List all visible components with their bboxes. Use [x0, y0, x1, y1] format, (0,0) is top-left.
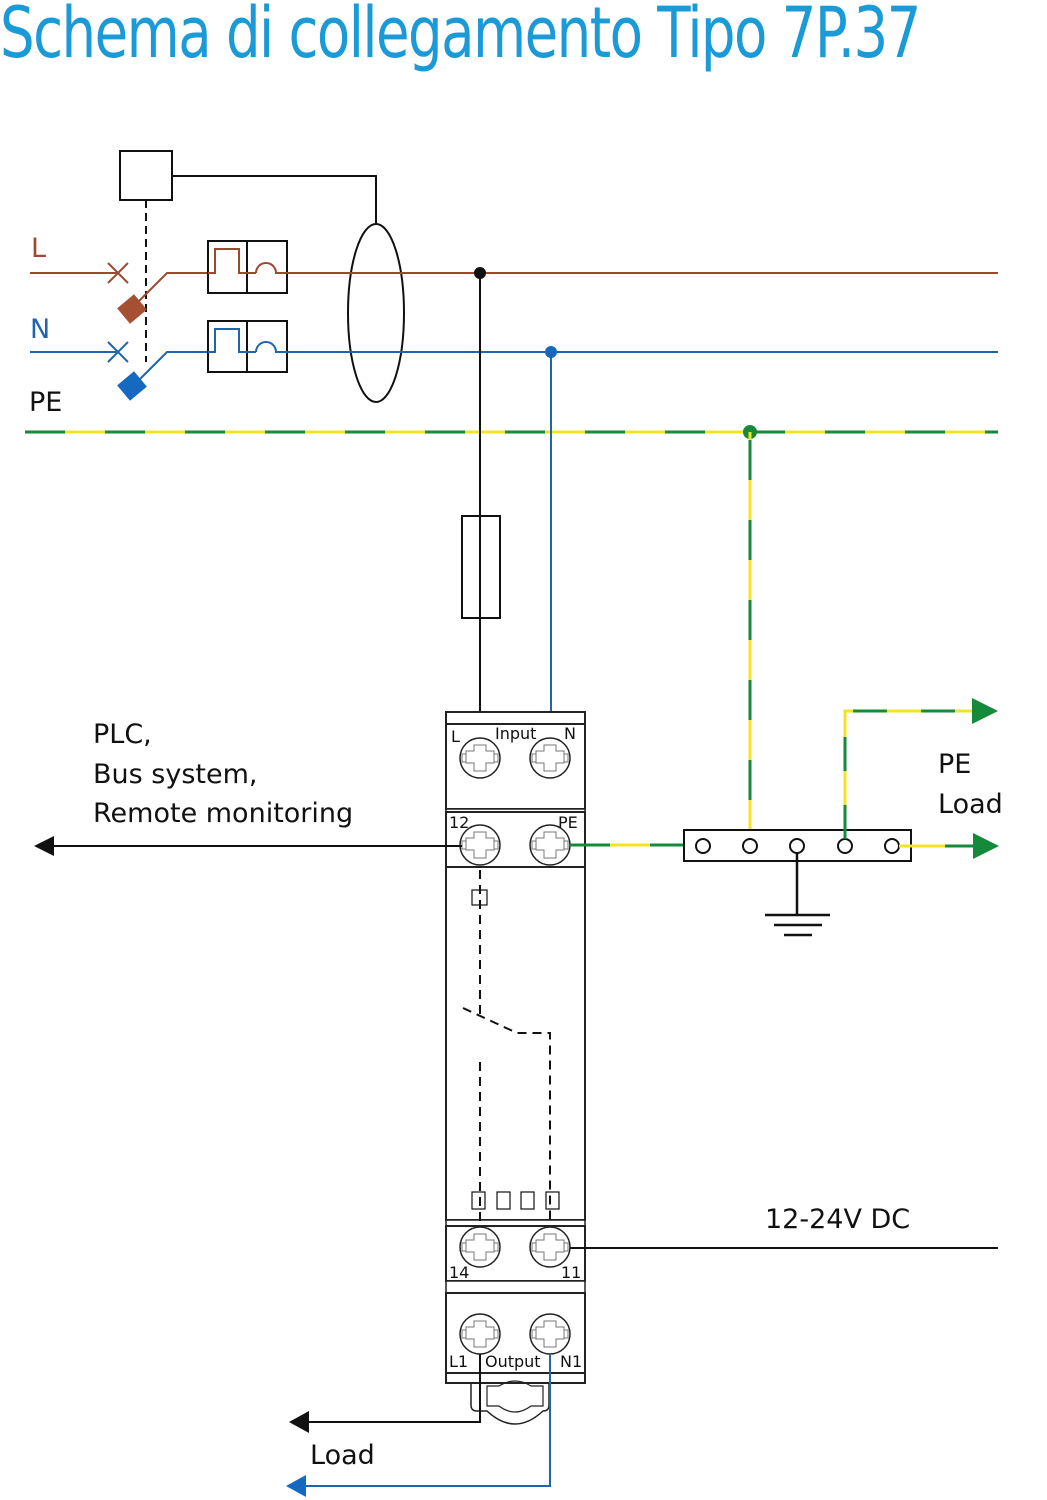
terminal-label-11: 11: [561, 1263, 581, 1282]
plc-label-line1: PLC,: [93, 719, 152, 750]
terminal-label-output-l1: L1: [449, 1352, 468, 1371]
contact-cross-n-icon: [107, 341, 129, 363]
terminal-label-12: 12: [449, 813, 469, 832]
terminal-label-input-l: L: [451, 727, 460, 746]
load-n1-wire: [305, 1354, 551, 1487]
terminal-output-l1-screw-icon[interactable]: [459, 1313, 501, 1355]
load-l1-wire: [305, 1354, 481, 1423]
plc-label-line3: Remote monitoring: [93, 798, 353, 829]
input-label: Input: [495, 724, 536, 743]
pe-load-wire-upper-stripe: [843, 709, 975, 839]
switch-handle-n-icon: [117, 371, 147, 401]
control-to-sensor-wire: [172, 175, 377, 224]
pe-load-arrow-upper-icon: [972, 698, 998, 724]
switch-handle-l-icon: [117, 294, 147, 324]
current-transformer: [347, 223, 405, 403]
switch-blade-l: [137, 272, 210, 303]
dc-supply-label: 12-24V DC: [765, 1204, 910, 1235]
pe-load-arrow-lower-icon: [973, 833, 999, 859]
terminal-output-n1-screw-icon[interactable]: [529, 1313, 571, 1355]
internal-relay-contact: [462, 870, 560, 1225]
line-label-l: L: [31, 233, 46, 264]
terminal-label-output-n1: N1: [560, 1352, 582, 1371]
load-l1-arrow-icon: [289, 1411, 309, 1433]
switch-blade-n: [137, 351, 210, 382]
pe-load-label-line2: Load: [938, 789, 1003, 820]
line-label-pe: PE: [29, 387, 62, 418]
plc-label-line2: Bus system,: [93, 759, 257, 790]
pe-load-label-line1: PE: [938, 749, 971, 780]
terminal-input-l-screw-icon[interactable]: [459, 737, 501, 779]
output-label: Output: [485, 1352, 541, 1371]
ground-icon: [765, 853, 830, 937]
load-n1-arrow-icon: [286, 1475, 306, 1497]
plc-arrow-icon: [34, 836, 54, 856]
overcurrent-release-n: [207, 320, 288, 373]
diagram-title: Schema di collegamento Tipo 7P.37: [0, 0, 921, 74]
terminal-14-screw-icon[interactable]: [459, 1226, 501, 1268]
terminal-label-pe: PE: [558, 813, 578, 832]
terminal-label-input-n: N: [564, 724, 576, 743]
load-label: Load: [310, 1440, 375, 1471]
line-label-n: N: [30, 314, 50, 345]
overcurrent-release-l: [207, 240, 288, 294]
control-unit-box: [119, 150, 173, 201]
terminal-input-n-screw-icon[interactable]: [529, 737, 571, 779]
terminal-11-screw-icon[interactable]: [529, 1226, 571, 1268]
terminal-label-14: 14: [449, 1263, 469, 1282]
contact-cross-l-icon: [107, 262, 129, 284]
